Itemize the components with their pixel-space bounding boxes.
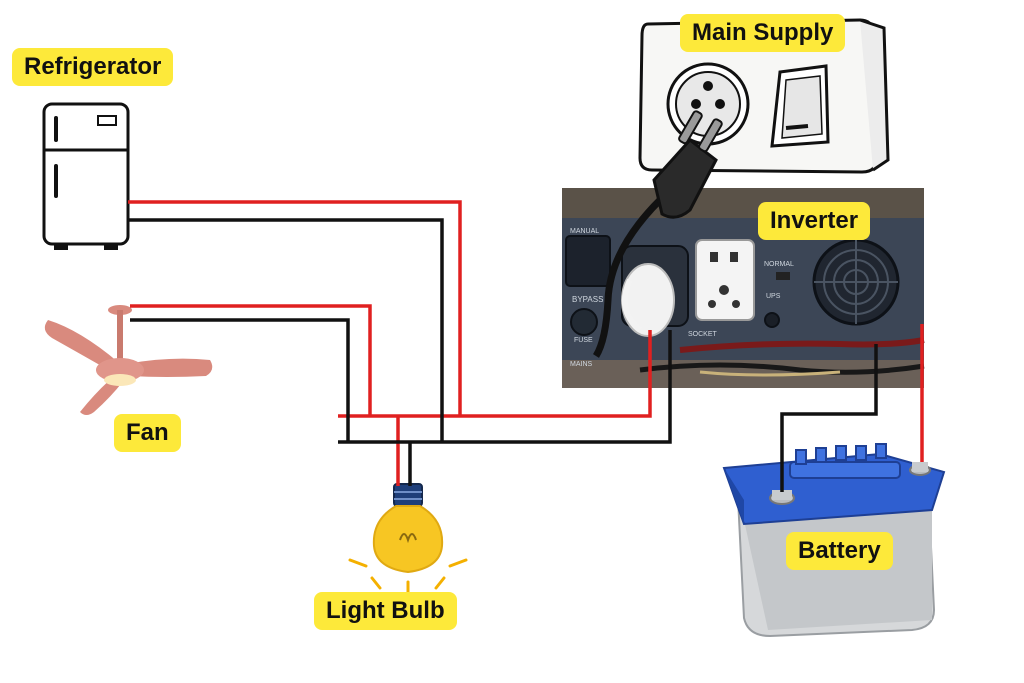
fan-label: Fan (114, 414, 181, 452)
refrigerator-label: Refrigerator (12, 48, 174, 86)
ups-text: UPS (766, 293, 781, 300)
main-supply-label: Main Supply (680, 14, 846, 52)
bypass-text: BYPASS (572, 295, 603, 304)
socket-text: SOCKET (688, 331, 718, 338)
light-bulb-icon (348, 483, 468, 594)
light-bulb-label: Light Bulb (314, 592, 457, 630)
normal-text: NORMAL (764, 261, 794, 268)
neutral-wires (128, 218, 878, 492)
plug-cable (592, 110, 723, 358)
mains-text: MAINS (570, 361, 593, 368)
inverter-label: Inverter (758, 202, 871, 240)
ceiling-fan-icon (44, 305, 213, 415)
battery-label: Battery (786, 532, 893, 570)
main-supply-socket (638, 18, 890, 174)
refrigerator-icon (42, 102, 130, 250)
manual-text: MANUAL (570, 228, 599, 235)
fuse-text: FUSE (574, 337, 593, 344)
